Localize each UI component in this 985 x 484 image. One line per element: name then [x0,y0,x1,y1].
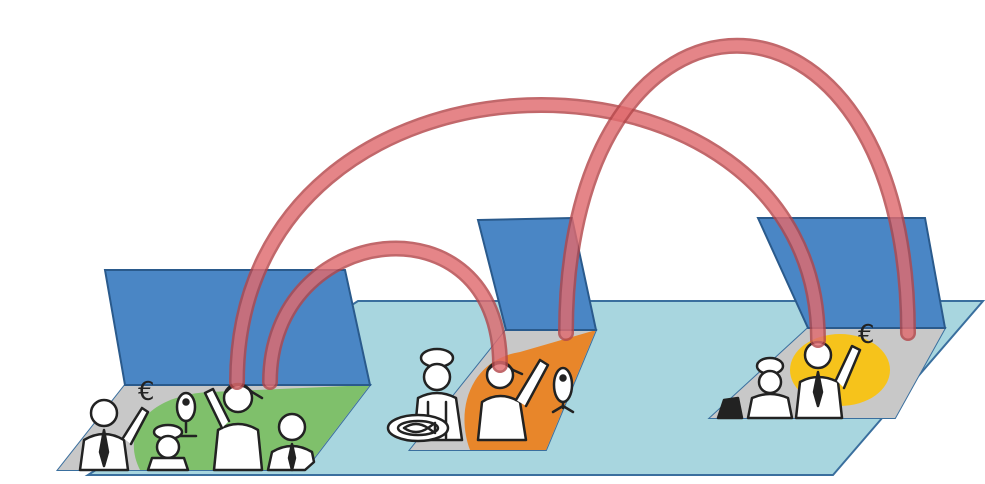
market-cell-left: € [55,269,373,472]
chef-icon [746,356,794,420]
chef-icon [146,423,190,472]
connection-arcs [229,37,916,390]
businessman-icon [266,412,316,472]
arc-left-to-right [229,97,826,390]
market-cell-middle [386,216,598,451]
fish-plate-icon [386,413,450,443]
fisherman-icon [203,382,264,472]
fish-icon [551,366,575,414]
arc-middle-to-right [558,37,916,341]
euro-symbol-left: € [138,377,155,407]
businessman-icon [794,340,862,420]
euro-symbol-right: € [858,320,875,350]
arc-left-to-middle [262,240,508,390]
fish-icon [174,391,198,438]
businessman-icon [716,396,744,420]
businessman-icon [78,398,150,472]
